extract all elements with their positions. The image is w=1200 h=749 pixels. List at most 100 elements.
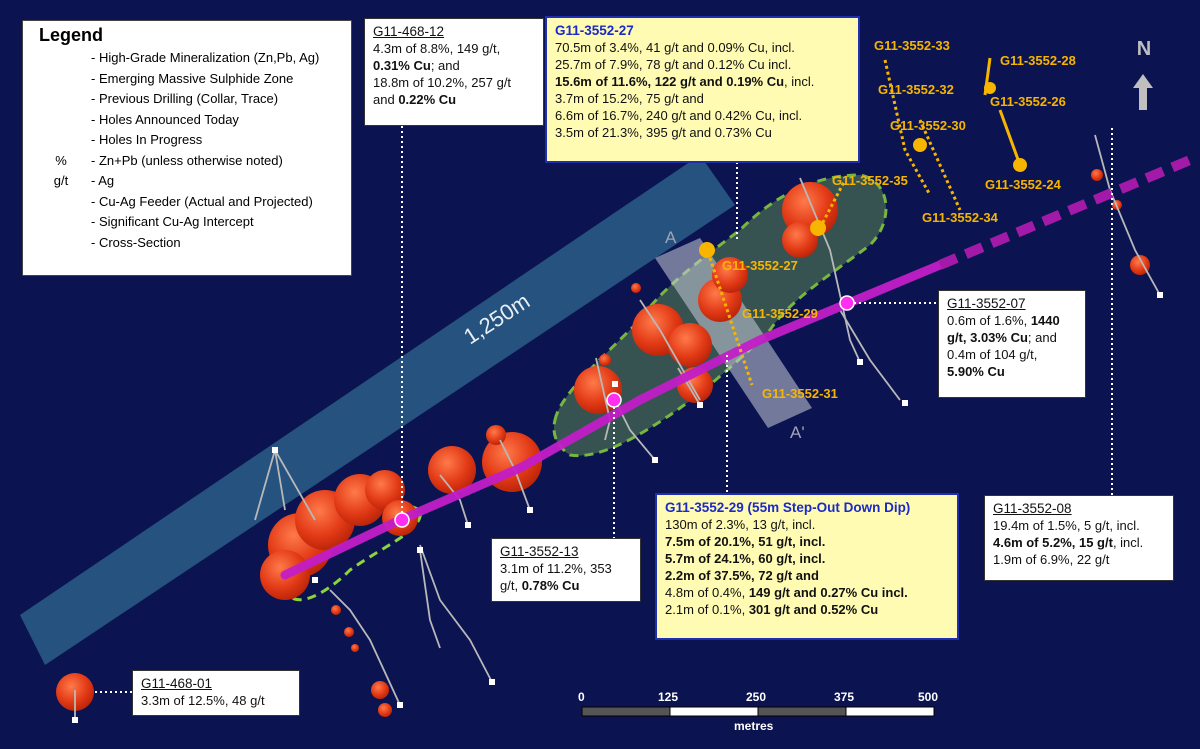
collar (902, 400, 908, 406)
collar (312, 577, 318, 583)
hole-label-g11-3552-24: G11-3552-24 (985, 177, 1061, 192)
cu-ag-feeder-projected (938, 155, 1192, 270)
gt-symbol: g/t (53, 173, 69, 188)
legend-row: - Cross-Section (33, 233, 341, 254)
hole-label-g11-3552-31: G11-3552-31 (762, 386, 838, 401)
blob (344, 627, 354, 637)
hole-collar-35 (810, 220, 826, 236)
scale-tick-500: 500 (918, 690, 939, 704)
legend-label: - Holes Announced Today (91, 111, 239, 127)
assay-line: 3.7m of 15.2%, 75 g/t and (555, 91, 704, 106)
hole-label-g11-3552-30: G11-3552-30 (890, 118, 966, 133)
legend-label: - Significant Cu-Ag Intercept (91, 214, 254, 229)
assay-line: 6.6m of 16.7%, 240 g/t and 0.42% Cu, inc… (555, 108, 803, 123)
legend-row: - Holes Announced Today (33, 110, 341, 131)
collar (72, 717, 78, 723)
legend-label: - Cross-Section (91, 234, 181, 250)
assay-line: 4.8m of 0.4%, 149 g/t and 0.27% Cu incl. (665, 585, 908, 600)
assay-line: 0.4m of 104 g/t, (947, 347, 1038, 362)
hole-label-g11-3552-26: G11-3552-26 (990, 94, 1066, 109)
collar (397, 702, 403, 708)
section-a-prime-label: A' (790, 423, 805, 442)
assay-box-title: G11-468-01 (141, 676, 213, 691)
hole-collar-28 (984, 82, 996, 94)
assay-line: 4.6m of 5.2%, 15 g/t, incl. (993, 535, 1144, 550)
assay-line: 18.8m of 10.2%, 257 g/t (373, 75, 512, 90)
leader-lines (95, 126, 1113, 693)
scale-bar (581, 706, 935, 717)
hole-collar-27 (699, 242, 715, 258)
collar (489, 679, 495, 685)
blob (378, 703, 392, 717)
hole-label-g11-3552-33: G11-3552-33 (874, 38, 950, 53)
legend-label: - Emerging Massive Sulphide Zone (91, 70, 294, 86)
legend-row: - Cu-Ag Feeder (Actual and Projected) (33, 192, 341, 213)
legend-row: g/t - Ag (33, 171, 341, 192)
legend: Legend - High-Grade Mineralization (Zn,P… (22, 20, 352, 276)
holes-announced (699, 57, 1027, 258)
scale-unit: metres (734, 719, 774, 733)
collar (417, 547, 423, 553)
collar (465, 522, 471, 528)
collar (527, 507, 533, 513)
assay-box-title: G11-3552-29 (55m Step-Out Down Dip) (665, 500, 911, 515)
assay-line: 25.7m of 7.9%, 78 g/t and 0.12% Cu incl. (555, 57, 792, 72)
hole-collar-24 (1013, 158, 1027, 172)
hole-collar-30 (913, 138, 927, 152)
collar (857, 359, 863, 365)
legend-label: - Ag (91, 173, 115, 188)
percent-symbol: % (55, 152, 67, 168)
blob (428, 446, 476, 494)
assay-line: 15.6m of 11.6%, 122 g/t and 0.19% Cu, in… (555, 74, 815, 89)
blob (1130, 255, 1150, 275)
assay-line: 2.2m of 37.5%, 72 g/t and (665, 568, 819, 583)
assay-line: and 0.22% Cu (373, 92, 457, 107)
blob (371, 681, 389, 699)
blob (486, 425, 506, 445)
legend-row: - Significant Cu-Ag Intercept (33, 212, 341, 233)
legend-row: - High-Grade Mineralization (Zn,Pb, Ag) (33, 48, 341, 69)
collar (612, 381, 618, 387)
blob (1091, 169, 1103, 181)
cu-ag-intercepts (394, 295, 855, 528)
hole-label-g11-3552-32: G11-3552-32 (878, 82, 954, 97)
intercept-3552-13 (606, 392, 622, 408)
assay-line: 1.9m of 6.9%, 22 g/t (993, 552, 1110, 567)
assay-line: 3.3m of 12.5%, 48 g/t (141, 693, 265, 708)
hole-label-g11-3552-27: G11-3552-27 (722, 258, 798, 273)
assay-line: 19.4m of 1.5%, 5 g/t, incl. (993, 518, 1140, 533)
blob (351, 644, 359, 652)
holes-in-progress (708, 59, 962, 386)
hole-label-g11-3552-35: G11-3552-35 (832, 173, 908, 188)
assay-line: 0.6m of 1.6%, 1440 (947, 313, 1060, 328)
assay-line: 3.5m of 21.3%, 395 g/t and 0.73% Cu (555, 125, 772, 140)
north-arrow-icon (1133, 74, 1153, 110)
assay-line: 4.3m of 8.8%, 149 g/t, (373, 41, 501, 56)
assay-line: 0.31% Cu; and (373, 58, 460, 73)
section-a-label: A (665, 228, 677, 247)
assay-line: 7.5m of 20.1%, 51 g/t, incl. (665, 534, 826, 549)
collar (1157, 292, 1163, 298)
corridor-band (20, 155, 735, 665)
scale-tick-0: 0 (578, 690, 585, 704)
intercept-468-12 (394, 512, 410, 528)
hole-label-g11-3552-28: G11-3552-28 (1000, 53, 1076, 68)
legend-label: - Previous Drilling (Collar, Trace) (91, 91, 279, 106)
collar (272, 447, 278, 453)
assay-box-g11-468-01: G11-468-01 3.3m of 12.5%, 48 g/t (132, 670, 300, 716)
legend-row: - Holes In Progress (33, 130, 341, 151)
blob (668, 323, 712, 367)
scale-tick-250: 250 (746, 690, 767, 704)
assay-line: 3.1m of 11.2%, 353 (500, 561, 612, 576)
assay-line: 5.7m of 24.1%, 60 g/t, incl. (665, 551, 826, 566)
assay-box-title: G11-3552-27 (555, 23, 634, 38)
scale-tick-375: 375 (834, 690, 855, 704)
assay-box-title: G11-3552-07 (947, 296, 1026, 311)
